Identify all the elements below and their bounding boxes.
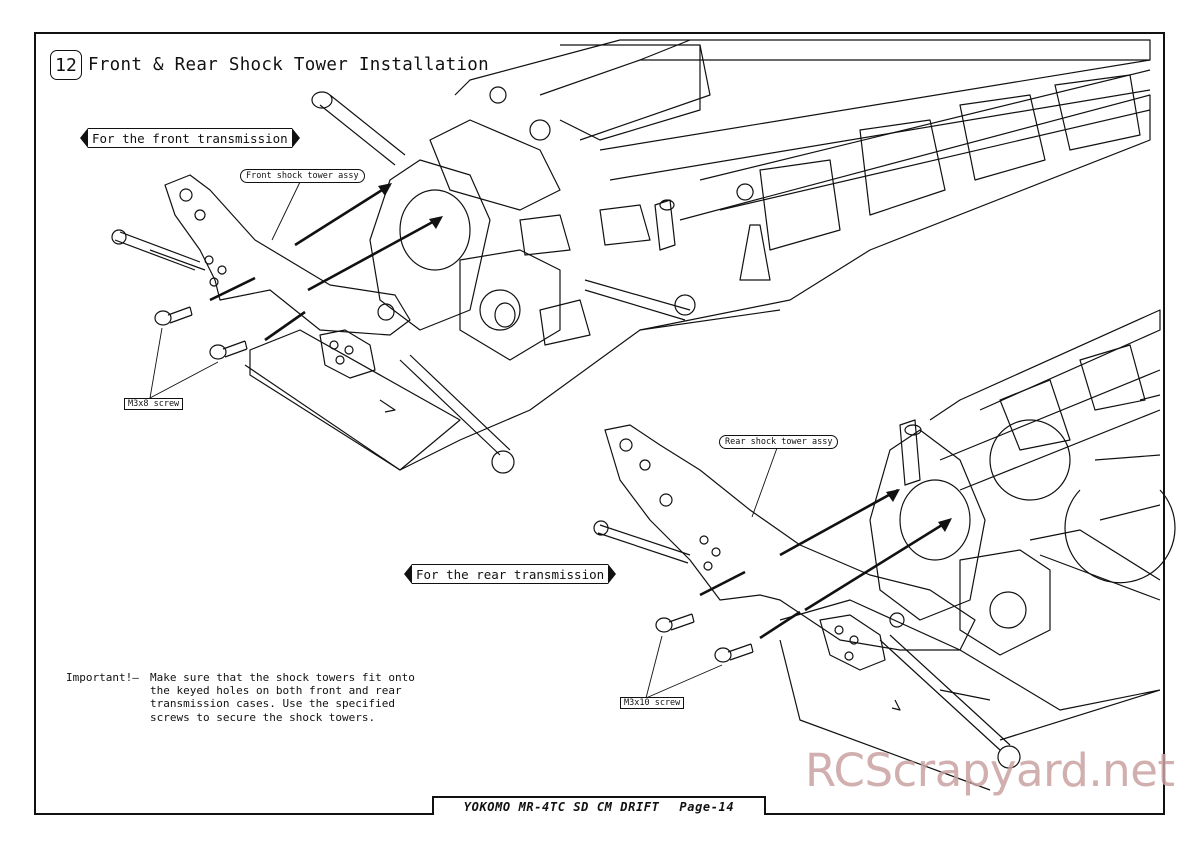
rear-chassis-drawing xyxy=(593,309,1176,791)
front-chassis-drawing xyxy=(111,39,1151,474)
banner-right-arrow-icon xyxy=(291,128,300,148)
footer-model: YOKOMO MR-4TC SD CM DRIFT xyxy=(463,799,660,814)
banner-rear-label: For the rear transmission xyxy=(412,564,609,584)
banner-left-arrow-icon xyxy=(404,564,412,584)
rear-screw-callout: M3x10 screw xyxy=(620,697,685,709)
note-heading: Important!— xyxy=(66,671,139,684)
banner-left-arrow-icon xyxy=(80,128,88,148)
note-line: Make sure that the shock towers fit onto xyxy=(150,671,415,684)
front-transmission-banner: For the front transmission xyxy=(80,128,300,148)
step-heading: Front & Rear Shock Tower Installation xyxy=(88,55,489,75)
step-number-badge: 12 xyxy=(50,50,82,80)
note-line: screws to secure the shock towers. xyxy=(150,710,376,724)
note-line: transmission cases. Use the specified xyxy=(150,697,396,711)
watermark: RCScrapyard.net xyxy=(805,744,1175,797)
step-title: 12 Front & Rear Shock Tower Installation xyxy=(50,50,489,80)
rear-transmission-banner: For the rear transmission xyxy=(404,564,617,584)
front-shock-tower-callout: Front shock tower assy xyxy=(240,169,365,183)
page-footer: YOKOMO MR-4TC SD CM DRIFT Page-14 xyxy=(432,796,766,815)
rear-shock-tower-callout: Rear shock tower assy xyxy=(719,435,839,449)
note-line: the keyed holes on both front and rear xyxy=(150,684,402,698)
banner-right-arrow-icon xyxy=(608,564,617,584)
banner-front-label: For the front transmission xyxy=(88,128,292,148)
footer-page-number: Page-14 xyxy=(679,799,735,814)
important-note: Important!— Make sure that the shock tow… xyxy=(66,671,415,724)
front-screw-callout: M3x8 screw xyxy=(124,398,184,410)
